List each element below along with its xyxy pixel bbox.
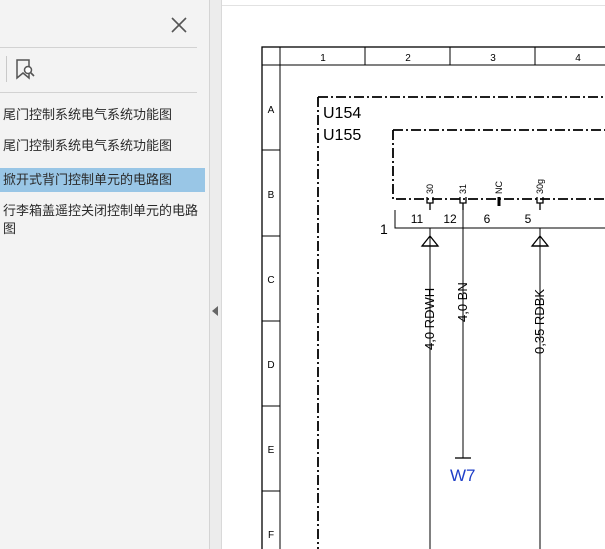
component-label-u154: U154 — [323, 105, 361, 122]
bookmark-search-icon[interactable] — [13, 57, 37, 81]
component-label-u155: U155 — [323, 127, 361, 144]
connector-label: 1 — [380, 221, 388, 237]
component-boundary — [317, 96, 605, 549]
bookmarks-panel: 尾门控制系统电气系统功能图 尾门控制系统电气系统功能图 掀开式背门控制单元的电路… — [0, 0, 210, 549]
wire-label: 4,0 RDWH — [422, 288, 437, 350]
pin-signal-label: 31 — [458, 184, 468, 194]
collapse-left-icon[interactable] — [212, 306, 218, 316]
pin-number: 6 — [484, 212, 491, 226]
panel-splitter[interactable] — [210, 0, 222, 549]
panel-divider — [0, 47, 197, 48]
wire-label: 0,35 RDBK — [532, 289, 547, 354]
row-label: C — [267, 275, 274, 286]
column-label: 3 — [490, 53, 496, 64]
circuit-diagram: 1 2 3 4 A B C D E F U154 U155 1 11 12 6 … — [261, 46, 605, 549]
ground-reference-label: W7 — [450, 466, 476, 485]
row-label: A — [268, 105, 275, 116]
row-label: F — [268, 530, 274, 541]
document-view: 1 2 3 4 A B C D E F U154 U155 1 11 12 6 … — [222, 0, 605, 549]
pin-signal-label: NC — [494, 181, 504, 194]
pin-signal-label: 30 — [425, 184, 435, 194]
column-label: 4 — [575, 53, 581, 64]
bookmark-item[interactable]: 尾门控制系统电气系统功能图 — [3, 107, 173, 122]
bookmark-item[interactable]: 尾门控制系统电气系统功能图 — [3, 138, 173, 153]
panel-divider — [0, 92, 197, 93]
pin-number: 11 — [411, 212, 424, 226]
toolbar-divider — [6, 56, 7, 82]
row-label: D — [267, 360, 274, 371]
wire-label: 4,0 BN — [455, 282, 470, 322]
column-label: 2 — [405, 53, 411, 64]
close-icon[interactable] — [168, 14, 190, 36]
pin-signal-label: 30g — [535, 179, 545, 194]
connector-outline — [394, 210, 605, 229]
row-label: E — [268, 445, 275, 456]
row-label: B — [268, 190, 275, 201]
bookmark-item[interactable]: 行李箱盖遥控关闭控制单元的电路图 — [3, 203, 199, 236]
control-unit-boundary — [392, 129, 605, 200]
pin-contacts — [426, 197, 544, 210]
column-label: 1 — [320, 53, 326, 64]
drawing-frame — [261, 46, 605, 549]
pin-number: 12 — [443, 212, 457, 226]
pin-number: 5 — [525, 212, 532, 226]
bookmark-item-selected[interactable]: 掀开式背门控制单元的电路图 — [0, 168, 205, 192]
page-top-edge — [222, 5, 605, 6]
